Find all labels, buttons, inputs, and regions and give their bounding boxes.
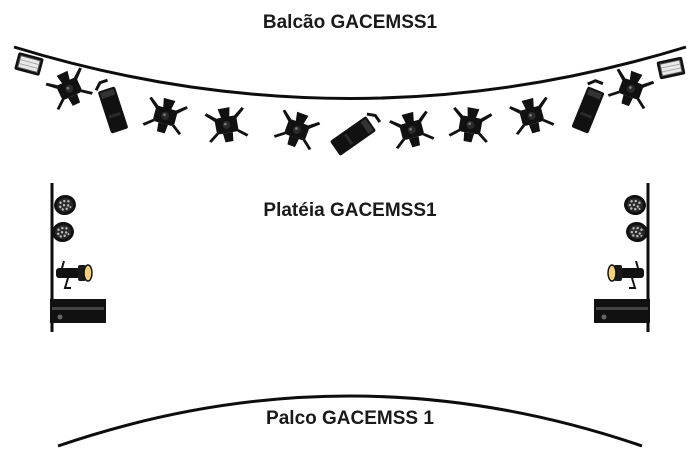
ellipsoidal-spotlight-icon [568, 76, 610, 136]
fresnel-spotlight-icon [43, 64, 95, 113]
palco-label: Palco GACEMSS 1 [266, 408, 434, 429]
ellipsoidal-spotlight-icon [327, 109, 385, 158]
led-par-icon [52, 193, 78, 217]
ellipsoidal-spotlight-icon [92, 77, 130, 136]
balcao-truss [13, 45, 687, 100]
fresnel-spotlight-icon [447, 104, 494, 146]
fresnel-spotlight-icon [203, 104, 250, 146]
wash-light-icon [50, 299, 106, 323]
profile-spotlight-icon [607, 260, 645, 289]
balcao-label: Balcão GACEMSS1 [262, 12, 438, 33]
led-par-icon [622, 193, 648, 217]
fresnel-spotlight-icon [272, 107, 322, 153]
plateia-right-tower [594, 183, 650, 332]
fresnel-spotlight-icon [606, 66, 656, 112]
fresnel-spotlight-icon [388, 108, 436, 152]
profile-spotlight-icon [55, 260, 93, 289]
plateia-left-tower [50, 183, 106, 332]
plateia-label: Platéia GACEMSS1 [263, 200, 437, 221]
flood-light-icon [655, 55, 687, 81]
fresnel-spotlight-icon [508, 94, 556, 138]
led-par-icon [50, 220, 76, 244]
fresnel-spotlight-icon [141, 94, 189, 138]
wash-light-icon [594, 299, 650, 323]
led-par-icon [624, 220, 650, 244]
balcao-fixtures [13, 51, 687, 158]
palco-arc [57, 394, 643, 448]
